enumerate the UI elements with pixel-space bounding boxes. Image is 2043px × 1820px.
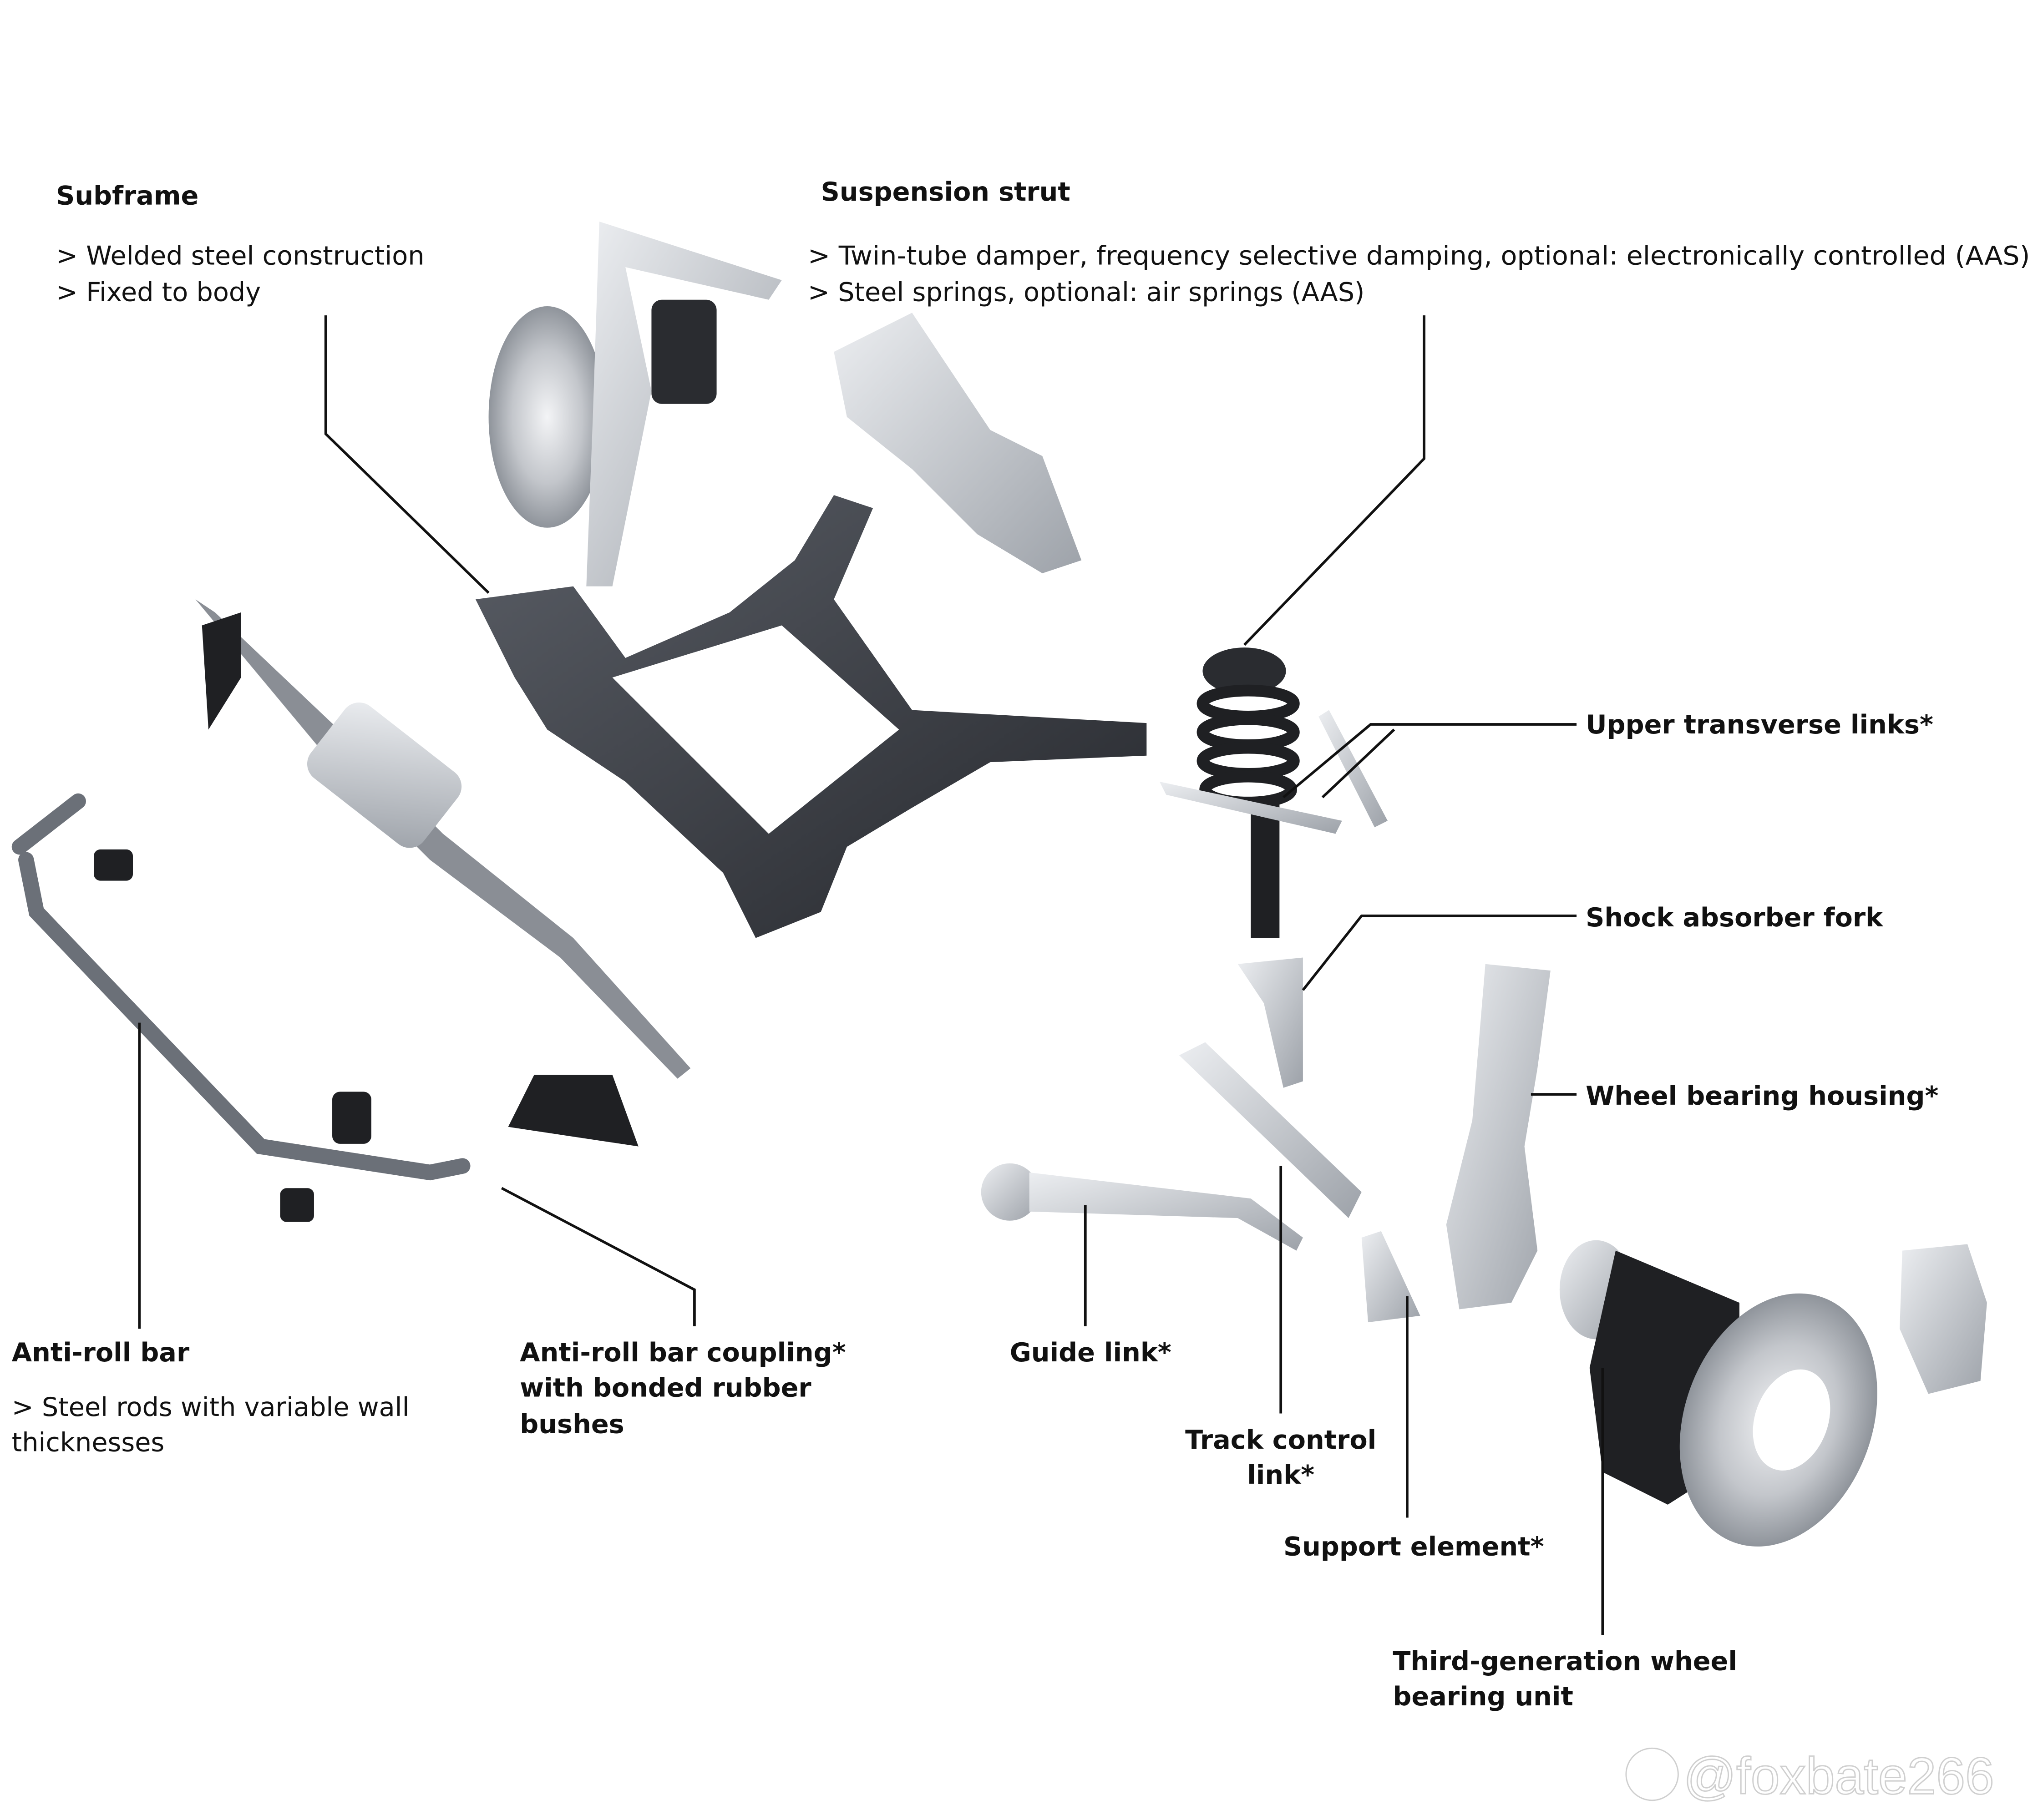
heat-shield-part	[508, 1075, 639, 1147]
anti-roll-coupling-line-3: bushes	[520, 1409, 624, 1439]
leader-subframe	[324, 315, 490, 594]
wheel-bearing-housing-part	[1446, 964, 1551, 1309]
anti-roll-bar-line-1: > Steel rods with variable wall	[12, 1392, 410, 1422]
subframe-title: Subframe	[56, 181, 198, 211]
leader-shock-fork	[1302, 915, 1577, 991]
steering-rack-part	[195, 599, 691, 1079]
leader-upper-links-2	[1321, 728, 1395, 799]
bracket-part	[834, 313, 1082, 573]
brake-disc-part	[1679, 1293, 1877, 1547]
anti-roll-bar-line-2: thicknesses	[12, 1427, 164, 1458]
suspension-strut-title: Suspension strut	[821, 177, 1070, 207]
wheel-bearing-unit-line-2: bearing unit	[1393, 1681, 1573, 1712]
wheel-bearing-unit-line-1: Third-generation wheel	[1393, 1646, 1737, 1676]
leader-anti-roll-coupling	[501, 1187, 696, 1326]
leader-lines	[138, 315, 1604, 1635]
wheel-bearing-housing-label: Wheel bearing housing*	[1586, 1081, 1938, 1111]
upper-corner-assembly-part	[488, 221, 782, 586]
watermark: @foxbate266	[1625, 1746, 1995, 1806]
leader-suspension-strut	[1243, 315, 1425, 646]
weibo-logo-icon	[1625, 1747, 1679, 1801]
support-element-label: Support element*	[1283, 1532, 1544, 1562]
shock-absorber-fork-part	[1237, 957, 1303, 1088]
subframe-line-1: > Welded steel construction	[56, 240, 425, 271]
leader-upper-links	[1283, 723, 1577, 799]
suspension-strut-line-1: > Twin-tube damper, frequency selective …	[808, 240, 2030, 271]
shock-absorber-fork-label: Shock absorber fork	[1586, 902, 1884, 933]
subframe-part	[475, 495, 1147, 938]
guide-link-part	[981, 1163, 1303, 1251]
subframe-line-2: > Fixed to body	[56, 277, 261, 308]
anti-roll-coupling-line-2: with bonded rubber	[520, 1372, 811, 1403]
track-control-link-line-2: link*	[1247, 1460, 1314, 1490]
upper-transverse-links-label: Upper transverse links*	[1586, 709, 1933, 740]
anti-roll-coupling-line-1: Anti-roll bar coupling*	[520, 1337, 846, 1368]
support-element-part	[1361, 1231, 1420, 1323]
suspension-strut-part	[1196, 647, 1300, 938]
watermark-text: @foxbate266	[1683, 1747, 1994, 1805]
track-control-link-part	[1179, 1042, 1362, 1218]
brake-caliper-part	[1900, 1244, 1987, 1394]
suspension-strut-line-2: > Steel springs, optional: air springs (…	[808, 277, 1364, 308]
anti-roll-bar-title: Anti-roll bar	[12, 1337, 190, 1368]
guide-link-label: Guide link*	[1010, 1337, 1171, 1368]
anti-roll-bar-part	[11, 793, 471, 1222]
track-control-link-line-1: Track control	[1185, 1425, 1376, 1455]
